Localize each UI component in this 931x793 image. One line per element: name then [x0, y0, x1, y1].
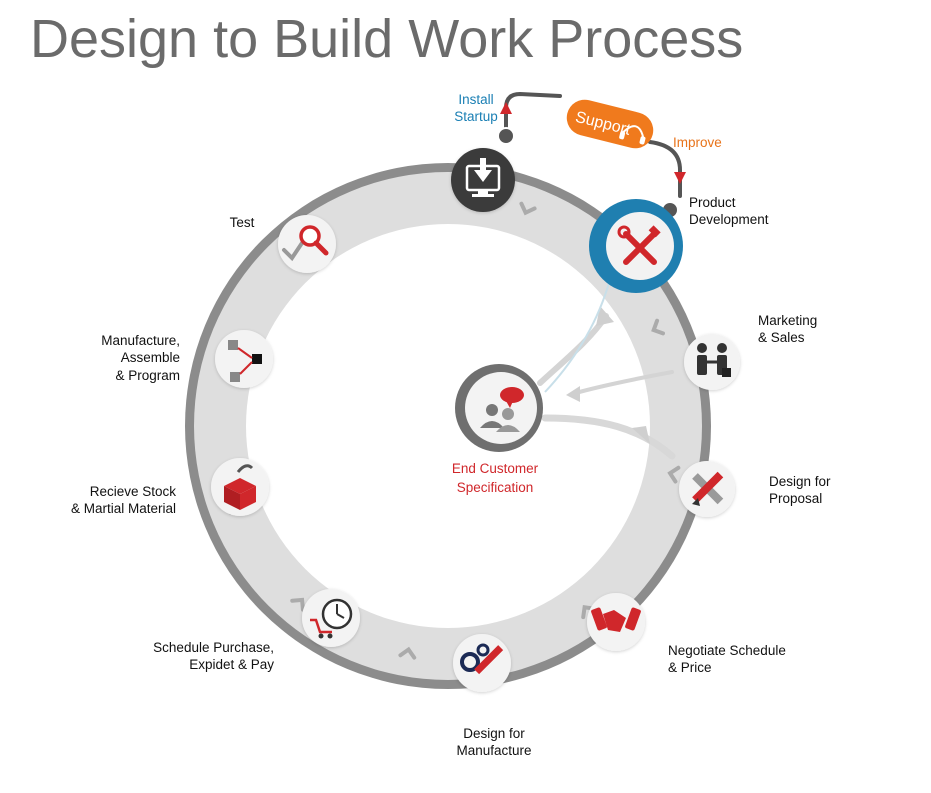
install-download-icon	[465, 158, 501, 197]
marketing-label-line2: & Sales	[758, 330, 805, 345]
receive-label-line1: Recieve Stock	[90, 484, 177, 499]
stage-receive-stock	[211, 458, 269, 516]
gears-pencil-icon	[460, 643, 504, 675]
tools-icon	[623, 231, 657, 265]
ring-inner	[246, 224, 650, 628]
install-connector-dot	[497, 127, 515, 145]
stage-manufacture	[215, 330, 273, 388]
clock-cart-icon	[310, 598, 353, 639]
ruler-pencil-icon	[692, 471, 724, 506]
support-badge: Support	[566, 99, 654, 149]
center-label-line1: End Customer	[452, 461, 539, 476]
arrow-from-marketing	[570, 370, 674, 396]
schedule-label-line2: Expidet & Pay	[189, 657, 274, 672]
box-icon	[224, 464, 256, 510]
arrow-to-product-development-thin	[544, 271, 613, 393]
stage-negotiate	[587, 593, 645, 651]
negotiate-label-line2: & Price	[668, 660, 712, 675]
handshake-people-icon	[697, 343, 731, 377]
marketing-label-line1: Marketing	[758, 313, 817, 328]
flow-nodes-icon	[228, 340, 262, 382]
install-arrow-icon	[500, 102, 512, 114]
stage-install	[451, 148, 515, 212]
manufacture-label-line1: Manufacture,	[101, 333, 180, 348]
chevron-icon	[651, 318, 665, 336]
manufacture-label-line2: Assemble	[121, 350, 180, 365]
chevron-icon	[398, 646, 417, 660]
page-title: Design to Build Work Process	[30, 9, 744, 69]
manufacture-label-line3: & Program	[115, 368, 180, 383]
proposal-label-line2: Proposal	[769, 491, 822, 506]
design-manufacture-label-line2: Manufacture	[456, 743, 531, 758]
stage-design-proposal	[679, 461, 735, 517]
install-label-line2: Startup	[454, 109, 498, 124]
headset-icon	[621, 125, 645, 139]
stage-test	[278, 215, 336, 273]
test-label: Test	[230, 215, 255, 230]
center-arrows	[537, 271, 676, 460]
center-label-line2: Specification	[457, 480, 534, 495]
product-development-label-line1: Product	[689, 195, 736, 210]
improve-arrow-icon	[674, 172, 686, 184]
chevron-icon	[667, 465, 681, 484]
receive-label-line2: & Martial Material	[71, 501, 176, 516]
schedule-label-line1: Schedule Purchase,	[153, 640, 274, 655]
improve-label: Improve	[673, 135, 722, 150]
handshake-icon	[591, 607, 641, 632]
chevron-icon	[519, 201, 537, 216]
arrow-from-marketing-head	[566, 386, 580, 402]
chevron-icon	[290, 597, 305, 612]
arrow-to-proposal	[541, 414, 676, 460]
install-label-line1: Install	[458, 92, 493, 107]
product-development-label-line2: Development	[689, 212, 769, 227]
stage-schedule-purchase	[302, 589, 360, 647]
magnifier-check-icon	[282, 225, 329, 262]
stage-marketing-sales	[684, 334, 740, 390]
stage-product-development	[589, 199, 683, 293]
negotiate-label-line1: Negotiate Schedule	[668, 643, 786, 658]
arrow-to-product-development-head	[596, 306, 614, 326]
design-manufacture-label-line1: Design for	[463, 726, 525, 741]
stage-design-manufacture	[453, 634, 511, 692]
people-speech-icon	[480, 387, 524, 432]
proposal-label-line1: Design for	[769, 474, 831, 489]
arrow-to-proposal-head	[632, 426, 650, 444]
center-customer	[455, 364, 543, 452]
support-loop: Support	[497, 91, 686, 219]
